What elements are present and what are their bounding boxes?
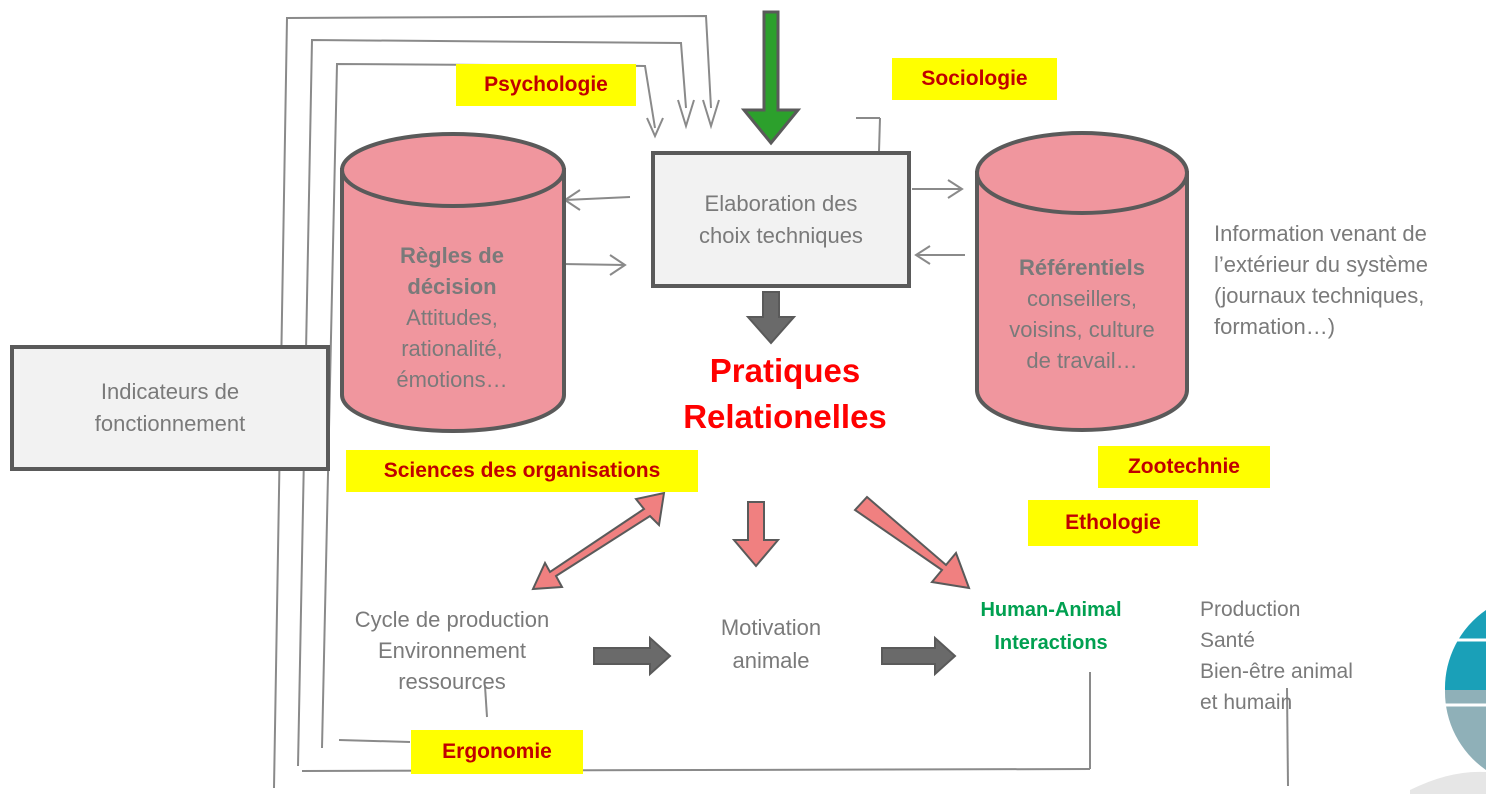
external-info-line1: Information venant de (1214, 221, 1427, 246)
label-ergonomie: Ergonomie (411, 730, 583, 774)
outcome-welfare: Bien-être animal (1200, 660, 1353, 683)
practices-line1: Pratiques (709, 352, 861, 389)
outcome-human: et humain (1200, 691, 1293, 714)
decision-rules-title1: Règles de (400, 243, 504, 268)
label-sciences-organisations: Sciences des organisations (346, 450, 698, 492)
indicators-line1: Indicateurs de (100, 379, 240, 404)
decision-rules-line1: Attitudes, (406, 305, 498, 330)
external-info-line4: formation…) (1214, 314, 1336, 339)
hai-line1: Human-Animal (980, 599, 1122, 621)
decision-rules-line2: rationalité, (401, 336, 503, 361)
motivation-line2: animale (732, 648, 810, 673)
relational-practices: Pratiques Relationelles (640, 348, 930, 440)
outcome-production: Production (1200, 598, 1301, 621)
left-cylinder (340, 132, 566, 433)
label-psychologie: Psychologie (456, 64, 636, 106)
right-cylinder (975, 131, 1189, 432)
hai-line2: Interactions (994, 632, 1108, 654)
external-information: Information venant de l’extérieur du sys… (1214, 218, 1428, 342)
elaboration-line1: Elaboration des (704, 190, 858, 216)
label-ethologie: Ethologie (1028, 500, 1198, 546)
indicators-line2: fonctionnement (94, 411, 246, 436)
practices-line2: Relationelles (683, 398, 887, 435)
connector-arrows (561, 179, 965, 276)
grey-arrow-motivation-to-hai (881, 635, 957, 677)
logo-fragment (1410, 610, 1486, 794)
elaboration-box: Elaboration des choix techniques (651, 151, 911, 288)
pink-down-arrow (731, 501, 781, 568)
green-input-arrow (740, 10, 802, 146)
decision-rules-line3: émotions… (396, 367, 508, 392)
decision-rules-text: Règles de décision Attitudes, rationalit… (352, 240, 552, 395)
animal-motivation: Motivation animale (676, 611, 866, 677)
referentials-text: Référentiels conseillers, voisins, cultu… (982, 252, 1182, 376)
pink-double-arrow (531, 491, 666, 591)
referentials-line2: voisins, culture (1009, 317, 1155, 342)
outcomes: Production Santé Bien-être animal et hum… (1200, 594, 1353, 718)
label-sociologie: Sociologie (892, 58, 1057, 100)
elaboration-line2: choix techniques (699, 222, 863, 248)
outcome-sante: Santé (1200, 629, 1255, 652)
referentials-title: Référentiels (1019, 255, 1145, 280)
grey-down-arrow (745, 291, 797, 345)
production-cycle-line3: ressources (398, 669, 506, 694)
production-cycle-line2: Environnement (378, 638, 526, 663)
decision-rules-title2: décision (407, 274, 497, 299)
human-animal-interactions: Human-Animal Interactions (946, 594, 1156, 660)
motivation-line1: Motivation (720, 615, 822, 640)
external-info-line3: (journaux techniques, (1214, 283, 1425, 308)
referentials-line1: conseillers, (1026, 286, 1138, 311)
grey-arrow-cycle-to-motivation (593, 635, 672, 677)
label-zootechnie: Zootechnie (1098, 446, 1270, 488)
referentials-line3: de travail… (1026, 348, 1138, 373)
production-cycle-line1: Cycle de production (354, 607, 550, 632)
external-info-line2: l’extérieur du système (1214, 252, 1428, 277)
production-cycle: Cycle de production Environnement ressou… (322, 604, 582, 697)
pink-right-arrow (853, 495, 971, 590)
indicators-box: Indicateurs de fonctionnement (10, 345, 330, 471)
